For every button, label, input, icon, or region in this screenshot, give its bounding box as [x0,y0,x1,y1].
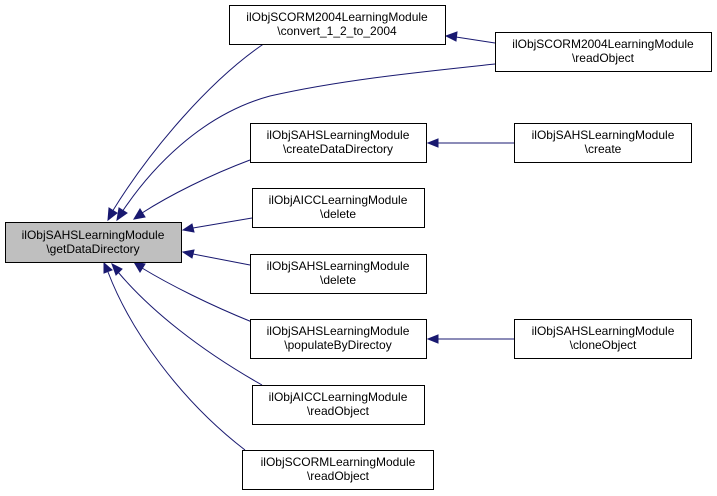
node-class-label: ilObjAICCLearningModule [269,390,408,404]
node-box [229,5,446,45]
edge-createdatadirectory-to-getdatadirectory [141,159,251,214]
edge-scorm-read-to-getdatadirectory [107,271,246,451]
arrowhead [107,207,118,222]
arrowhead [103,261,113,274]
arrowhead [426,138,439,148]
arrowhead [111,262,123,276]
node-box [252,188,425,228]
node-method-label: \readObject [307,469,370,483]
node-class-label: ilObjAICCLearningModule [269,193,408,207]
node-box [250,319,427,359]
node-aicc-delete[interactable]: ilObjAICCLearningModule \delete [252,188,425,228]
node-method-label: \readObject [572,51,635,65]
node-method-label: \cloneObject [570,338,637,352]
edge-sahs-delete-to-getdatadirectory [192,253,251,266]
arrowhead [181,223,195,233]
node-class-label: ilObjSAHSLearningModule [532,128,675,142]
node-method-label: \populateByDirectoy [284,338,391,352]
node-class-label: ilObjSAHSLearningModule [532,324,675,338]
node-box [242,450,434,490]
node-box [495,32,712,72]
arrowhead [116,207,128,222]
node-box [514,123,692,163]
node-sahs-createdatadirectory[interactable]: ilObjSAHSLearningModule \createDataDirec… [250,123,427,163]
node-class-label: ilObjSCORM2004LearningModule [512,37,694,51]
node-box [252,385,425,425]
edge-convert-to-getdatadirectory [111,42,266,213]
node-scorm2004-convert[interactable]: ilObjSCORM2004LearningModule \convert_1_… [229,5,446,45]
node-aicc-readobject[interactable]: ilObjAICCLearningModule \readObject [252,385,425,425]
node-sahs-delete[interactable]: ilObjSAHSLearningModule \delete [250,254,427,294]
node-method-label: \getDataDirectory [46,242,139,256]
node-box [514,319,692,359]
node-class-label: ilObjSCORM2004LearningModule [246,10,428,24]
node-class-label: ilObjSAHSLearningModule [267,128,410,142]
node-scorm-readobject[interactable]: ilObjSCORMLearningModule \readObject [242,450,434,490]
node-class-label: ilObjSAHSLearningModule [267,324,410,338]
node-method-label: \delete [320,207,356,221]
arrowhead [133,208,146,220]
node-sahs-cloneobject[interactable]: ilObjSAHSLearningModule \cloneObject [514,319,692,359]
edge-aicc-delete-to-getdatadirectory [192,217,253,229]
node-box [250,254,427,294]
node-sahs-populatebydirectoy[interactable]: ilObjSAHSLearningModule \populateByDirec… [250,319,427,359]
node-method-label: \convert_1_2_to_2004 [277,24,397,38]
edge-populate-to-getdatadirectory [141,267,253,323]
arrowhead [133,261,146,273]
node-method-label: \createDataDirectory [283,142,393,156]
node-method-label: \delete [320,273,356,287]
edges [103,31,514,451]
node-scorm2004-read[interactable]: ilObjSCORM2004LearningModule \readObject [495,32,712,72]
node-class-label: ilObjSAHSLearningModule [267,259,410,273]
node-class-label: ilObjSCORMLearningModule [261,455,416,469]
node-box [250,123,427,163]
node-box [5,222,182,263]
arrowhead [426,334,439,344]
edge-scorm2004-read-to-convert [455,36,496,44]
node-method-label: \readObject [307,404,370,418]
edge-scorm2004-read-to-getdatadirectory [121,63,496,213]
node-method-label: \create [585,142,622,156]
arrowhead [181,249,195,259]
node-class-label: ilObjSAHSLearningModule [22,228,165,242]
node-sahs-create[interactable]: ilObjSAHSLearningModule \create [514,123,692,163]
edge-aicc-read-to-getdatadirectory [117,271,263,386]
arrowhead [444,31,458,42]
node-getdatadirectory[interactable]: ilObjSAHSLearningModule \getDataDirector… [5,222,182,263]
